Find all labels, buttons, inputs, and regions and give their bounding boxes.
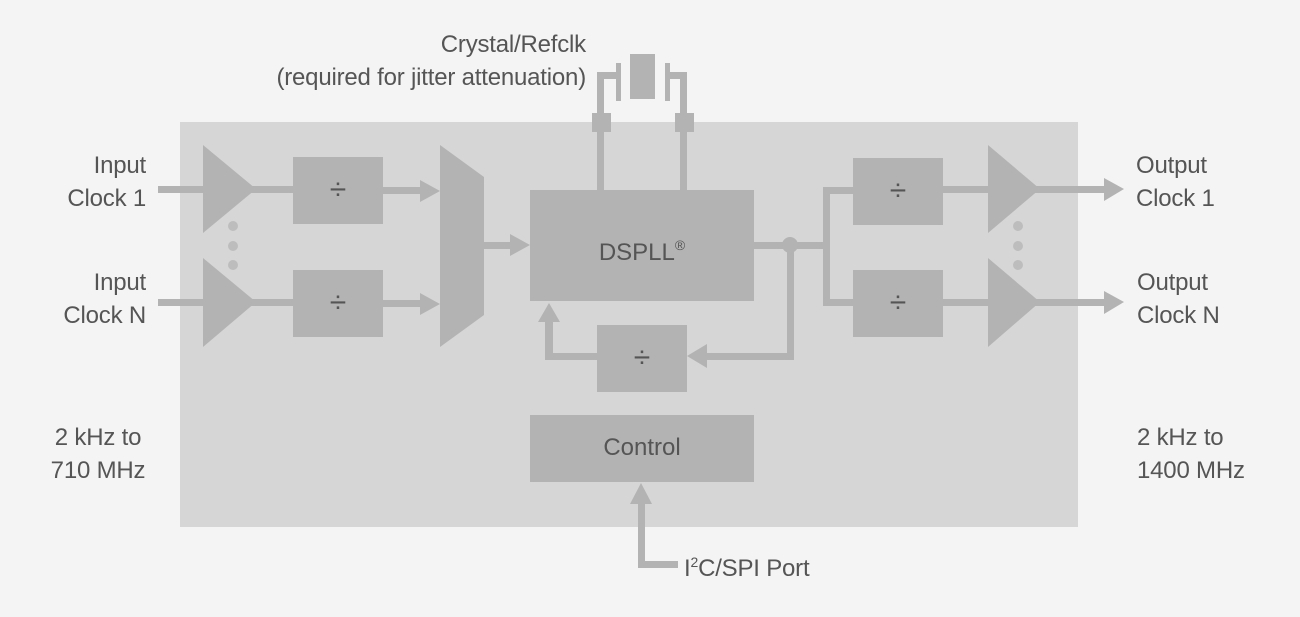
feedback-horizontal-wire — [700, 353, 794, 360]
output-wire-n — [1035, 299, 1107, 306]
input-buffer-1 — [203, 145, 256, 233]
port-label-superscript: 2 — [690, 554, 699, 570]
input-path-1 — [158, 145, 440, 233]
mux-arrow-1 — [420, 180, 440, 202]
mux-to-dspll-arrow — [510, 234, 530, 256]
input-divider-1 — [293, 157, 383, 224]
control-input-arrow — [630, 483, 652, 504]
input-buffer-n — [203, 258, 256, 347]
input-clock-1-label-line2: Clock 1 — [67, 185, 146, 212]
output-branch-top — [823, 187, 853, 194]
input-divider-n — [293, 270, 383, 337]
crystal-plate-left — [616, 63, 621, 101]
input-divider-n-symbol: ÷ — [329, 286, 347, 319]
output-ellipsis-dots — [1013, 221, 1023, 270]
dspll-label-text: DSPLL — [598, 239, 675, 266]
input-ellipsis-dots — [228, 221, 238, 270]
input-clock-1-label-line1: Input — [93, 152, 147, 179]
output-branch-vertical — [823, 187, 830, 306]
output-arrow-1 — [1104, 178, 1124, 201]
output-buffer-n — [988, 258, 1040, 347]
crystal-label-line1: Crystal/Refclk — [440, 31, 586, 58]
crystal-lead-right-h — [668, 72, 687, 79]
output-buffer-1 — [988, 145, 1040, 233]
port-label-prefix: I — [684, 555, 691, 582]
output-divider-n — [853, 270, 943, 337]
control-label: Control — [603, 434, 681, 461]
divider-to-mux-wire-n — [383, 300, 423, 307]
divider-to-buffer-wire-n — [943, 299, 993, 306]
input-wire-n — [158, 299, 208, 306]
input-divider-1-symbol: ÷ — [329, 173, 347, 206]
input-range-line1: 2 kHz to — [54, 424, 142, 451]
output-clock-1-label-line1: Output — [1136, 152, 1207, 179]
dspll-output-net — [687, 187, 853, 368]
registered-mark: ® — [674, 237, 686, 253]
feedback-return-net — [538, 303, 597, 360]
crystal-plate-right — [665, 63, 670, 101]
port-label-suffix: C/SPI Port — [698, 555, 810, 582]
feedback-divider-symbol: ÷ — [633, 341, 651, 374]
output-path-n — [853, 258, 1124, 347]
i2c-spi-port-label: I2C/SPI Port — [684, 546, 810, 585]
mux-to-dspll-wire — [484, 242, 514, 249]
dspll-block — [530, 190, 754, 301]
output-path-1 — [853, 145, 1124, 233]
output-divider-1 — [853, 158, 943, 225]
input-clock-n-label-line1: Input — [93, 269, 147, 296]
output-range-line2: 1400 MHz — [1137, 457, 1245, 484]
crystal-lead-left-h — [597, 72, 618, 79]
output-clock-n-label-line2: Clock N — [1137, 302, 1220, 329]
output-range-line1: 2 kHz to — [1137, 424, 1224, 451]
crystal-symbol — [592, 54, 694, 190]
divider-to-mux-wire-1 — [383, 187, 423, 194]
input-clock-n-label-line2: Clock N — [63, 302, 146, 329]
feedback-vertical-wire — [787, 245, 794, 360]
input-wire-1 — [158, 186, 208, 193]
feedback-divider — [597, 325, 687, 392]
feedback-return-arrow — [538, 303, 560, 322]
output-clock-n-label-line1: Output — [1137, 269, 1208, 296]
crystal-body — [630, 54, 655, 99]
output-arrow-n — [1104, 291, 1124, 314]
dspll-label: DSPLL® — [530, 230, 754, 268]
control-block — [530, 415, 754, 482]
output-branch-bottom — [823, 299, 853, 306]
input-mux — [440, 145, 484, 347]
output-divider-1-symbol: ÷ — [889, 174, 907, 207]
port-to-control-net — [630, 483, 678, 568]
output-divider-n-symbol: ÷ — [889, 286, 907, 319]
mux-arrow-n — [420, 293, 440, 315]
input-range-line2: 710 MHz — [50, 457, 146, 484]
divider-to-buffer-wire-1 — [943, 186, 993, 193]
input-path-n — [158, 258, 440, 347]
crystal-pad-left — [592, 113, 611, 132]
buffer-to-divider-wire-1 — [250, 186, 295, 193]
output-clock-1-label-line2: Clock 1 — [1136, 185, 1215, 212]
buffer-to-divider-wire-n — [250, 299, 295, 306]
crystal-pad-right — [675, 113, 694, 132]
feedback-arrow — [687, 344, 707, 368]
crystal-label-line2: (required for jitter attenuation) — [276, 64, 586, 91]
output-wire-1 — [1035, 186, 1107, 193]
